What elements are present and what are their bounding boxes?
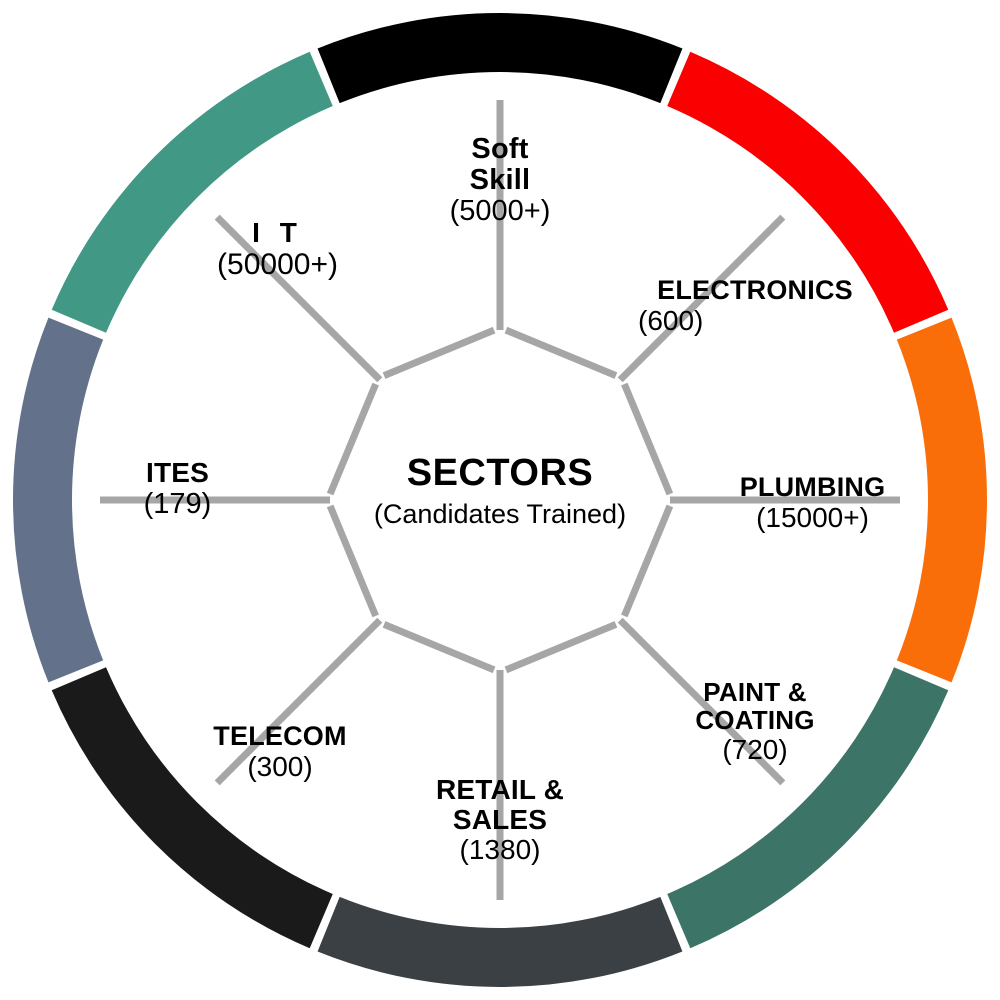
sector-name-plumbing: PLUMBING xyxy=(739,472,886,502)
sector-name-ites: ITES xyxy=(145,457,210,488)
hub-edge-4 xyxy=(504,621,618,674)
sector-label-plumbing[interactable]: PLUMBING (15000+) xyxy=(710,473,915,532)
sector-name-paint-coating-line2: COATING xyxy=(695,704,815,735)
sector-name-it: I T xyxy=(252,217,303,248)
sector-label-soft-skill[interactable]: Soft Skill (5000+) xyxy=(390,134,610,227)
sector-arc-ites[interactable] xyxy=(13,317,104,683)
sector-label-telecom[interactable]: TELECOM (300) xyxy=(170,722,390,781)
sector-arc-telecom[interactable] xyxy=(51,667,333,949)
hub-edge-0 xyxy=(382,326,496,379)
hub-edge-6 xyxy=(326,504,379,618)
sector-count-ites: (179) xyxy=(143,487,212,520)
sector-arc-soft-skill[interactable] xyxy=(317,12,683,104)
sector-divider-lines-group xyxy=(100,100,900,900)
sector-count-telecom: (300) xyxy=(247,750,313,782)
divider-spoke-2 xyxy=(617,214,786,383)
sector-count-it: (50000+) xyxy=(217,247,338,281)
sector-arc-it[interactable] xyxy=(51,51,333,333)
sector-arc-plumbing[interactable] xyxy=(896,317,987,683)
sector-count-plumbing: (15000+) xyxy=(756,501,869,533)
hub-edge-2 xyxy=(621,382,674,496)
sector-name-soft-skill-line2: Skill xyxy=(469,163,531,196)
hub-edge-7 xyxy=(326,382,379,496)
sector-name-soft-skill-line1: Soft xyxy=(471,133,529,165)
center-hub: SECTORS (Candidates Trained) xyxy=(300,452,700,530)
sector-name-retail-sales-line2: SALES xyxy=(452,803,548,835)
sector-label-ites[interactable]: ITES (179) xyxy=(85,458,270,519)
sector-label-retail-sales[interactable]: RETAIL & SALES (1380) xyxy=(390,775,610,865)
sector-name-retail-sales-line1: RETAIL & xyxy=(435,774,565,805)
sector-name-paint-coating-line1: PAINT & xyxy=(703,677,807,707)
sector-name-telecom: TELECOM xyxy=(213,721,347,751)
sector-arc-electronics[interactable] xyxy=(667,51,949,333)
sector-count-electronics: (600) xyxy=(638,304,704,336)
sector-arc-retail-sales[interactable] xyxy=(317,896,683,987)
divider-spoke-6 xyxy=(214,617,383,786)
sector-count-soft-skill: (5000+) xyxy=(449,195,551,228)
hub-edge-5 xyxy=(382,621,496,674)
hub-edge-1 xyxy=(504,326,618,379)
sector-count-retail-sales: (1380) xyxy=(459,834,541,866)
page-title: SECTORS xyxy=(406,452,594,494)
divider-spoke-4 xyxy=(617,617,786,786)
hub-edge-3 xyxy=(621,504,674,618)
sector-label-paint-coating[interactable]: PAINT & COATING (720) xyxy=(660,677,850,766)
center-subtitle: (Candidates Trained) xyxy=(373,499,627,529)
divider-spoke-0 xyxy=(214,214,383,383)
sector-arcs-group xyxy=(13,12,987,987)
sector-name-electronics: ELECTRONICS xyxy=(657,275,853,305)
sector-label-electronics[interactable]: ELECTRONICS (600) xyxy=(630,276,880,335)
sector-arc-paint-coating[interactable] xyxy=(667,667,949,949)
sector-label-it[interactable]: I T (50000+) xyxy=(170,218,385,280)
sector-count-paint-coating: (720) xyxy=(722,734,788,766)
